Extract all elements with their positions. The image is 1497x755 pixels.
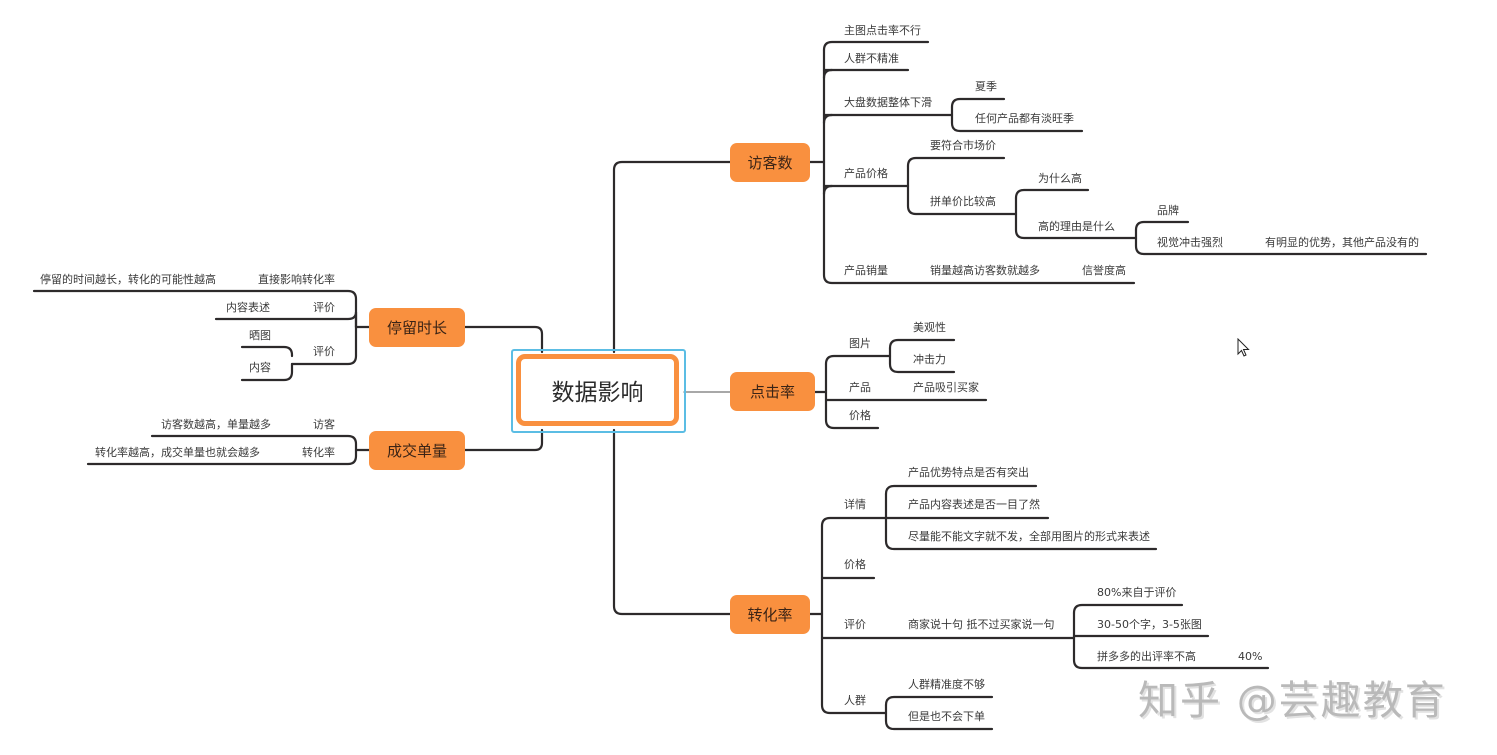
topic-orders[interactable]: 成交单量 [369,431,465,470]
subtopic[interactable]: 访客 [313,418,335,431]
root-selection-frame [511,349,686,433]
subtopic[interactable]: 产品优势特点是否有突出 [908,466,1029,479]
root-topic[interactable]: 数据影响 [516,354,679,426]
subtopic[interactable]: 拼多多的出评率不高 [1097,650,1196,663]
subtopic[interactable]: 品牌 [1157,204,1179,217]
subtopic[interactable]: 详情 [844,498,866,511]
subtopic[interactable]: 评价 [313,345,335,358]
topic-conversion-label: 转化率 [747,606,793,624]
subtopic[interactable]: 评价 [313,301,335,314]
subtopic[interactable]: 内容 [249,361,271,374]
topic-visitors-label: 访客数 [747,154,793,172]
subtopic[interactable]: 尽量能不能文字就不发，全部用图片的形式来表述 [908,530,1150,543]
subtopic[interactable]: 高的理由是什么 [1038,220,1115,233]
subtopic[interactable]: 夏季 [975,80,997,93]
subtopic[interactable]: 但是也不会下单 [908,710,985,723]
subtopic-note[interactable]: 有明显的优势，其他产品没有的 [1265,236,1419,249]
subtopic[interactable]: 拼单价比较高 [930,195,996,208]
subtopic[interactable]: 人群精准度不够 [908,678,985,691]
subtopic[interactable]: 大盘数据整体下滑 [844,96,932,109]
subtopic-note[interactable]: 商家说十句 抵不过买家说一句 [908,618,1055,631]
subtopic[interactable]: 晒图 [249,329,271,342]
connector-root-conversion [612,428,732,616]
subtopic[interactable]: 产品内容表述是否一目了然 [908,498,1040,511]
subtopic-note[interactable]: 停留的时间越长，转化的可能性越高 [40,273,216,286]
subtopic[interactable]: 产品 [849,381,871,394]
subtopic-note[interactable]: 内容表述 [226,301,270,314]
subtopic-note[interactable]: 访客数越高，单量越多 [161,418,271,431]
topic-visitors[interactable]: 访客数 [730,143,810,182]
subtopic[interactable]: 直接影响转化率 [258,273,335,286]
topic-ctr[interactable]: 点击率 [730,372,815,411]
connector-root-orders [463,428,544,452]
topic-orders-label: 成交单量 [386,442,447,460]
subtopic-note[interactable]: 销量越高访客数就越多 [930,264,1040,277]
arrow-pointer-icon [1237,338,1250,357]
subtopic-note[interactable]: 转化率越高，成交单量也就会越多 [95,446,260,459]
subtopic[interactable]: 80%来自于评价 [1097,586,1177,599]
subtopic[interactable]: 产品价格 [844,167,888,180]
subtopic[interactable]: 转化率 [302,446,335,459]
subtopic-note[interactable]: 40% [1238,650,1263,663]
watermark: 知乎 @芸趣教育 [1138,678,1447,724]
subtopic-note[interactable]: 信誉度高 [1082,264,1126,277]
subtopic[interactable]: 价格 [849,409,871,422]
subtopic[interactable]: 评价 [844,618,866,631]
subtopic[interactable]: 为什么高 [1038,172,1082,185]
subtopic[interactable]: 美观性 [913,321,946,334]
subtopic[interactable]: 图片 [849,337,871,350]
subtopic[interactable]: 任何产品都有淡旺季 [975,112,1074,125]
subtopic[interactable]: 视觉冲击强烈 [1157,236,1223,249]
subtopic[interactable]: 主图点击率不行 [844,24,921,37]
subtopic[interactable]: 要符合市场价 [930,139,996,152]
root-topic-label: 数据影响 [551,380,644,406]
subtopic[interactable]: 产品销量 [844,264,888,277]
subtopic[interactable]: 冲击力 [913,353,946,366]
subtopic[interactable]: 人群不精准 [844,52,899,65]
subtopic[interactable]: 人群 [844,694,866,707]
connector-root-dwell [463,325,544,354]
subtopic-note[interactable]: 产品吸引买家 [913,381,979,394]
topic-dwell-label: 停留时长 [386,319,447,337]
subtopic[interactable]: 30-50个字，3-5张图 [1097,618,1202,631]
subtopic[interactable]: 价格 [844,558,866,571]
topic-ctr-label: 点击率 [749,383,795,401]
topic-dwell[interactable]: 停留时长 [369,308,465,347]
connector-root-visitors [612,160,732,354]
topic-conversion[interactable]: 转化率 [730,595,810,634]
